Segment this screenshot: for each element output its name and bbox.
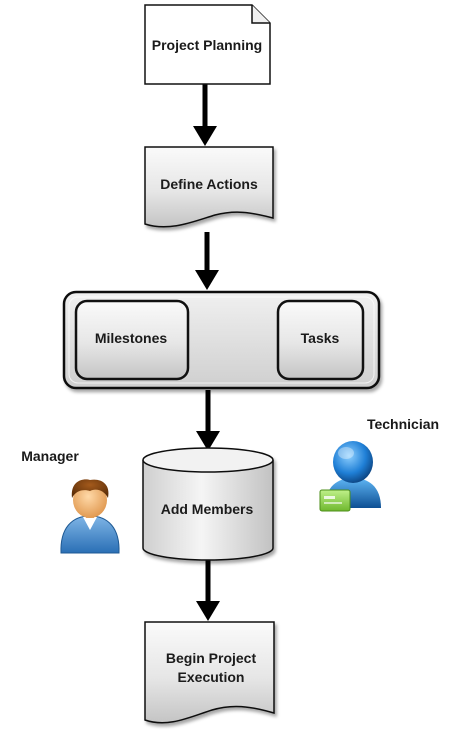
node-tasks-label: Tasks — [301, 330, 340, 346]
node-begin-execution-label-line2: Execution — [178, 669, 245, 685]
technician-person-icon — [319, 441, 381, 512]
node-define-actions-label: Define Actions — [160, 176, 258, 192]
arrow-members-to-execution — [196, 560, 220, 621]
actor-manager-label: Manager — [21, 448, 79, 464]
node-project-planning[interactable]: Project Planning — [144, 4, 271, 85]
actor-manager[interactable]: Manager — [21, 448, 120, 554]
node-begin-execution[interactable]: Begin Project Execution — [144, 621, 275, 724]
arrow-planning-to-define — [193, 84, 217, 146]
node-define-actions[interactable]: Define Actions — [144, 146, 274, 228]
arrow-group-to-members — [196, 390, 220, 451]
node-add-members-label: Add Members — [161, 501, 254, 517]
arrow-define-to-group — [195, 232, 219, 290]
actor-technician[interactable]: Technician — [319, 416, 439, 512]
node-milestones-label: Milestones — [95, 330, 168, 346]
node-milestones[interactable]: Milestones — [74, 299, 190, 381]
node-tasks[interactable]: Tasks — [276, 299, 365, 381]
actor-technician-label: Technician — [367, 416, 439, 432]
manager-person-icon — [60, 479, 120, 554]
node-add-members[interactable]: Add Members — [142, 447, 274, 561]
node-project-planning-label: Project Planning — [152, 37, 262, 53]
node-begin-execution-label-line1: Begin Project — [166, 650, 257, 666]
